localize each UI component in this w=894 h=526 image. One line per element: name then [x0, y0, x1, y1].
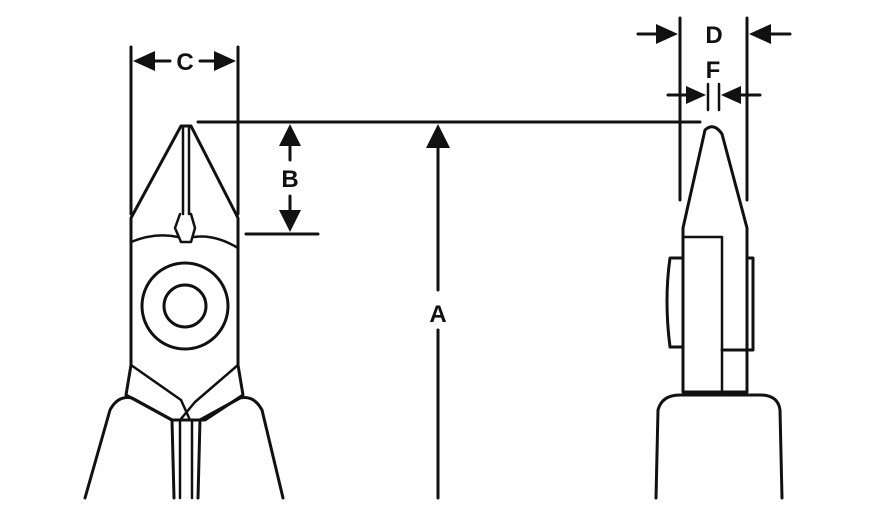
arrow-left-icon [133, 51, 155, 71]
arrow-up-icon [426, 124, 450, 148]
side-view-cutter [654, 125, 784, 500]
arrow-up-icon [279, 124, 301, 146]
dimension-a: A [196, 120, 702, 500]
front-view-cutter [83, 124, 285, 500]
arrow-right-icon [214, 51, 236, 71]
dimension-label-a: A [429, 301, 446, 328]
arrow-left-icon [721, 86, 741, 104]
dimension-c: C [129, 45, 240, 216]
arrow-left-icon [749, 24, 771, 44]
dimension-b: B [244, 124, 320, 236]
dimension-label-c: C [176, 49, 193, 76]
dimension-f: F [666, 57, 762, 112]
arrow-right-icon [686, 86, 706, 104]
dimension-label-b: B [281, 166, 298, 193]
dimension-label-d: D [705, 22, 722, 49]
arrow-right-icon [656, 24, 678, 44]
arrow-down-icon [279, 210, 301, 232]
dimension-d: D [636, 16, 792, 202]
dimension-label-f: F [706, 57, 721, 84]
